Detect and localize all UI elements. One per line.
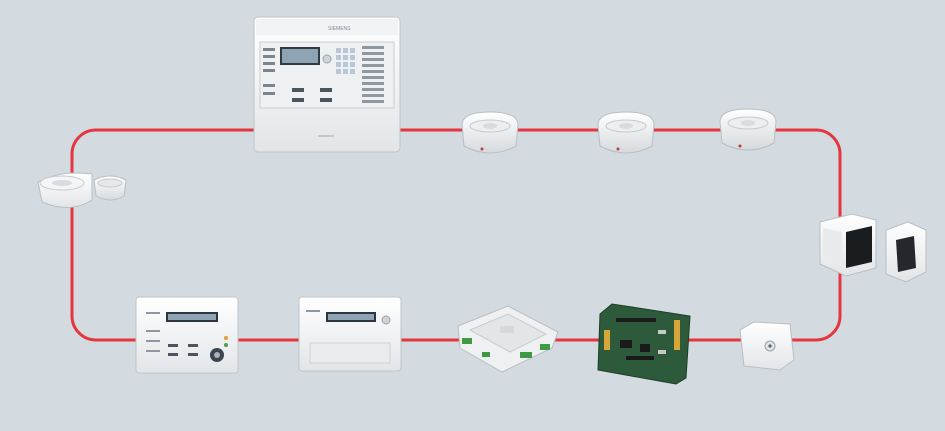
detector-base[interactable] xyxy=(37,172,127,208)
beam-detector[interactable] xyxy=(819,213,877,277)
manual-call-point[interactable] xyxy=(739,321,795,371)
smoke-detector-2[interactable] xyxy=(597,111,655,154)
brand-logo: SIEMENS xyxy=(328,26,351,32)
interface-board[interactable] xyxy=(597,303,691,385)
repeater-panel-2[interactable] xyxy=(298,296,402,372)
fire-control-panel[interactable]: SIEMENS xyxy=(253,16,401,153)
beam-reflector[interactable] xyxy=(885,221,927,283)
input-output-module[interactable] xyxy=(457,305,559,373)
smoke-detector-3[interactable] xyxy=(719,108,777,151)
smoke-detector-1[interactable] xyxy=(461,111,519,154)
repeater-panel-1[interactable] xyxy=(135,296,239,374)
